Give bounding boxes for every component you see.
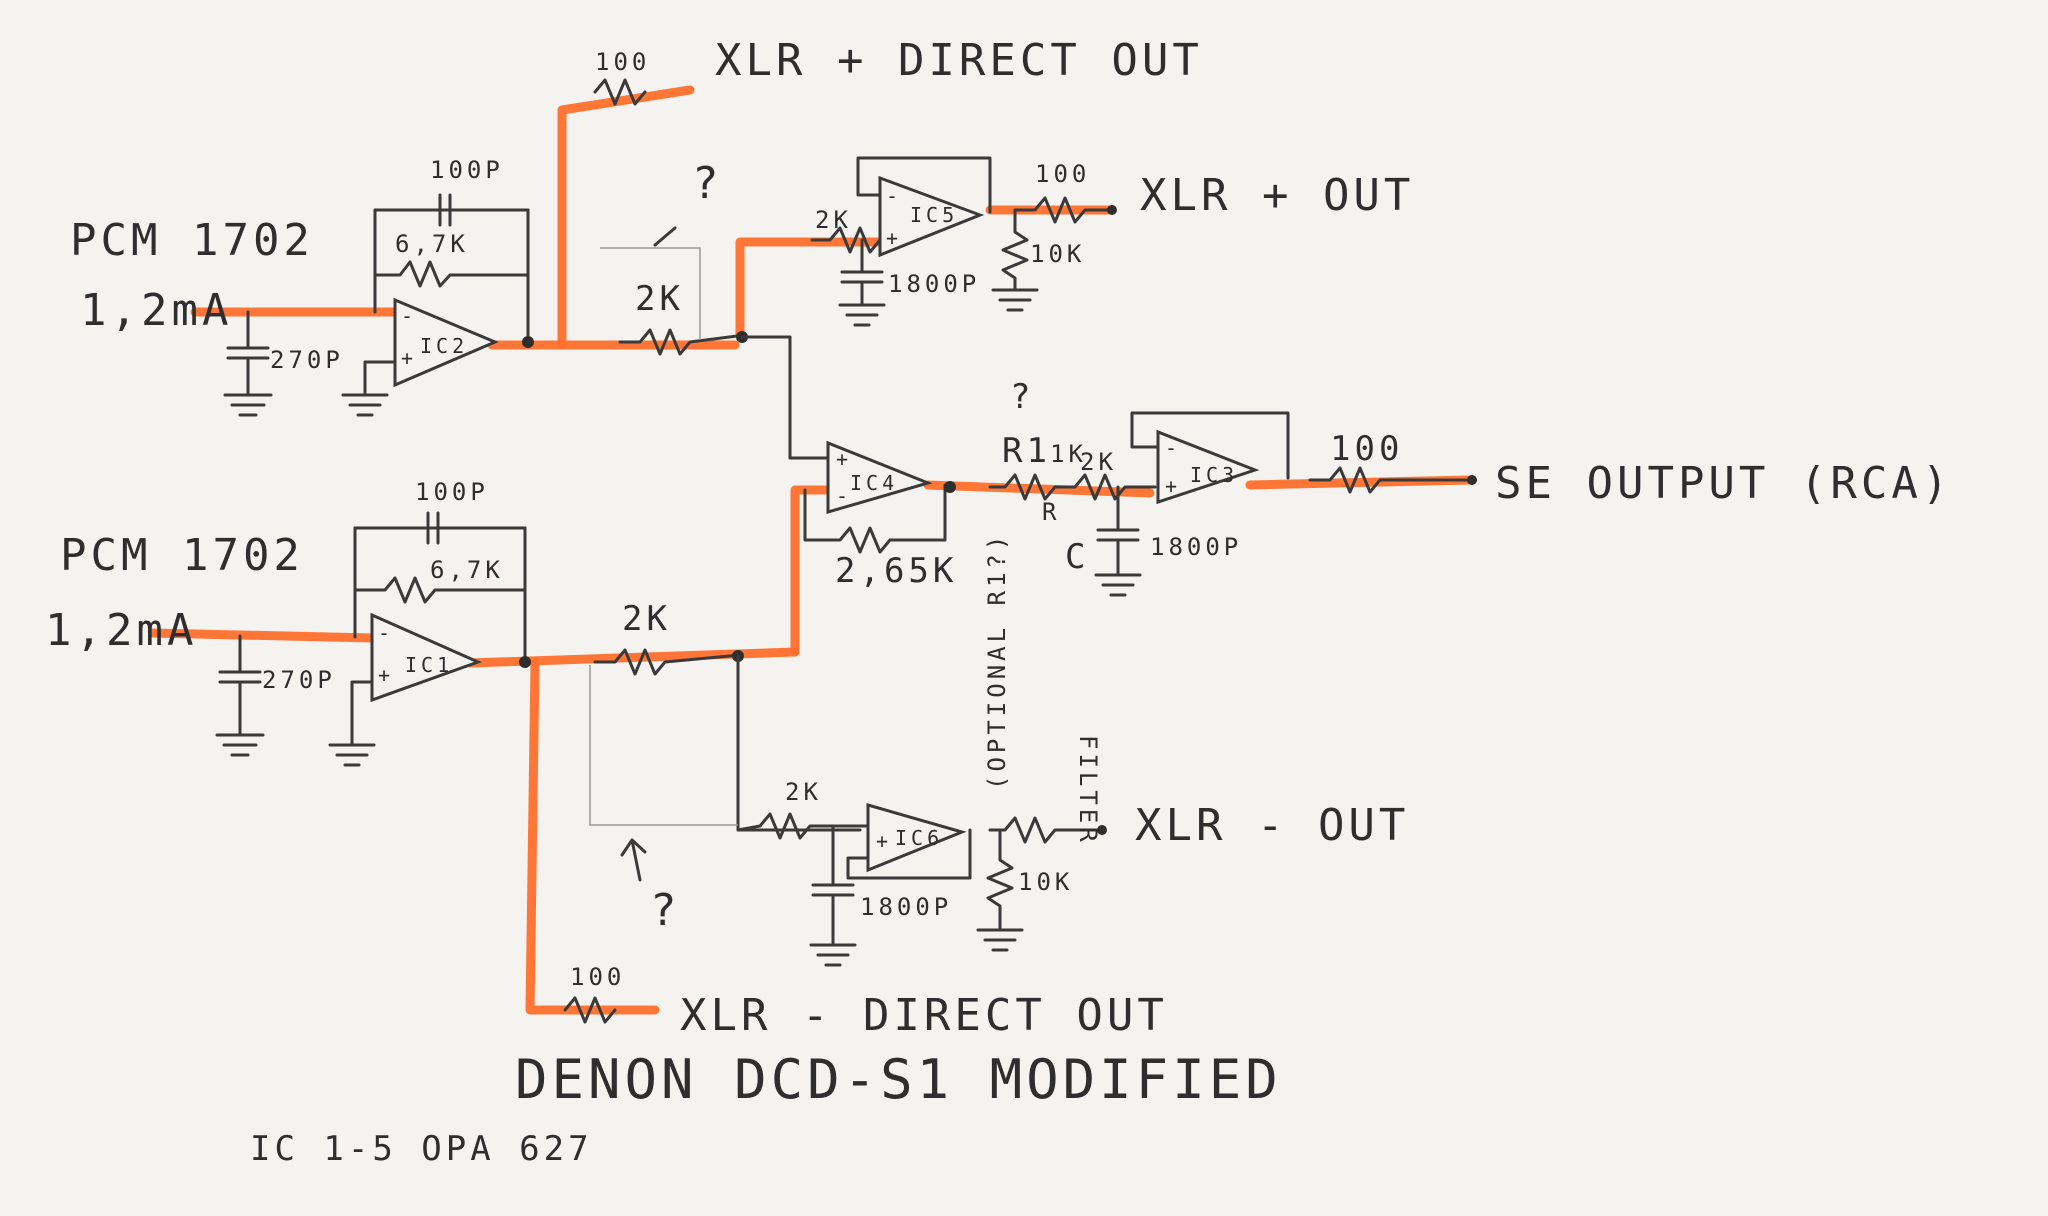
- direct-outputs: 100 XLR + DIRECT OUT 100 XLR - DIRECT OU…: [563, 35, 1203, 1041]
- r-se-series-label: 100: [1330, 429, 1403, 469]
- ic5-stage: 2K - + IC5 1800P 100 10K XLR + OUT: [810, 156, 1414, 327]
- r-xlr-plus-load-label: 10K: [1030, 240, 1085, 268]
- filter-r-label: R: [1042, 498, 1060, 526]
- r-sum-top-label: 2K: [635, 279, 684, 319]
- ic4-opamp: [826, 440, 933, 514]
- ic3-plus-sign: +: [1165, 474, 1181, 498]
- schematic-title: DENON DCD-S1 MODIFIED: [515, 1048, 1282, 1111]
- ic3-minus-sign: -: [1165, 436, 1181, 460]
- ic1-label: IC1: [405, 653, 453, 677]
- ic6-label: IC6: [895, 826, 943, 850]
- current-bottom-label: 1,2mA: [45, 605, 197, 656]
- ic3-stage: R1 1K ? 2K R C 1800P - + IC3 100 SE OUTP…: [988, 377, 1952, 597]
- optional-r1-note: (OPTIONAL R1?): [983, 532, 1011, 790]
- r1-value-label: 1K: [1050, 440, 1087, 468]
- c-feedback-top-label: 100P: [430, 156, 504, 184]
- ic2-plus-sign: +: [401, 346, 417, 370]
- filter-c-label: C: [1065, 537, 1089, 577]
- ic1-opamp: [370, 612, 483, 703]
- c-input-bot-label: 270P: [262, 666, 336, 694]
- ic2-stage: - + IC2 100P 6,7K 270P: [223, 156, 534, 417]
- c-xlr-minus-filter-label: 1800P: [860, 893, 952, 921]
- ic5-minus-sign: -: [886, 184, 902, 208]
- c-feedback-bot-label: 100P: [415, 478, 489, 506]
- current-top-label: 1,2mA: [80, 285, 232, 336]
- r1-question-label: ?: [1010, 377, 1034, 417]
- pencil-notes: ? ?: [589, 158, 738, 936]
- xlr-plus-direct-label: XLR + DIRECT OUT: [715, 35, 1203, 86]
- ic5-opamp: [878, 175, 985, 258]
- ic2-minus-sign: -: [401, 304, 417, 328]
- r-xlr-minus-load-label: 10K: [1018, 868, 1073, 896]
- ic1-minus-sign: -: [378, 621, 394, 645]
- ic2-opamp: [393, 297, 499, 388]
- pcm-top-label: PCM 1702: [70, 215, 314, 266]
- ic2-label: IC2: [420, 334, 468, 358]
- r-direct-minus-label: 100: [570, 963, 625, 991]
- ic4-plus-sign: +: [836, 447, 852, 471]
- ic3-label: IC3: [1190, 463, 1238, 487]
- ic5-plus-sign: +: [886, 226, 902, 250]
- ic6-stage: 2K + IC6 1800P 10K XLR - OUT: [736, 778, 1409, 967]
- r-sum-bot-label: 2K: [622, 599, 671, 639]
- question-mark-bottom: ?: [650, 885, 681, 936]
- r-ic4-fb-label: 2,65K: [835, 551, 957, 591]
- r-feedback-bot-label: 6,7K: [430, 556, 504, 584]
- ic3-opamp: [1156, 429, 1260, 505]
- se-output-label: SE OUTPUT (RCA): [1495, 458, 1952, 509]
- ic6-plus-sign: +: [876, 829, 892, 853]
- schematic-subtitle: IC 1-5 OPA 627: [250, 1129, 593, 1169]
- ic1-plus-sign: +: [378, 663, 394, 687]
- question-mark-top: ?: [692, 158, 723, 209]
- pcm-bottom-label: PCM 1702: [60, 530, 304, 581]
- xlr-minus-out-label: XLR - OUT: [1135, 800, 1409, 851]
- r-xlr-minus-in-label: 2K: [785, 778, 822, 806]
- ic4-minus-sign: -: [836, 484, 852, 508]
- summing-network: 2K 2K + - IC4 2,65K: [593, 279, 957, 832]
- ic1-stage: - + IC1 100P 6,7K 270P: [215, 478, 531, 767]
- c-filter-label: 1800P: [1150, 533, 1242, 561]
- highlighted-signal-paths: [148, 85, 1475, 1015]
- r-xlr-plus-series-label: 100: [1035, 160, 1090, 188]
- r-feedback-top-label: 6,7K: [395, 230, 469, 258]
- c-input-top-label: 270P: [270, 346, 344, 374]
- ic5-label: IC5: [910, 203, 958, 227]
- r-direct-plus-label: 100: [595, 48, 650, 76]
- filter-note: FILTER: [1074, 735, 1102, 846]
- r1-label: R1: [1002, 431, 1051, 471]
- ic6-opamp: [866, 803, 967, 873]
- xlr-minus-direct-label: XLR - DIRECT OUT: [680, 990, 1168, 1041]
- r-filter-label: 2K: [1080, 448, 1117, 476]
- r-xlr-plus-in-label: 2K: [815, 206, 852, 234]
- c-xlr-plus-filter-label: 1800P: [888, 270, 980, 298]
- xlr-plus-out-label: XLR + OUT: [1140, 170, 1414, 221]
- ic4-label: IC4: [850, 471, 898, 495]
